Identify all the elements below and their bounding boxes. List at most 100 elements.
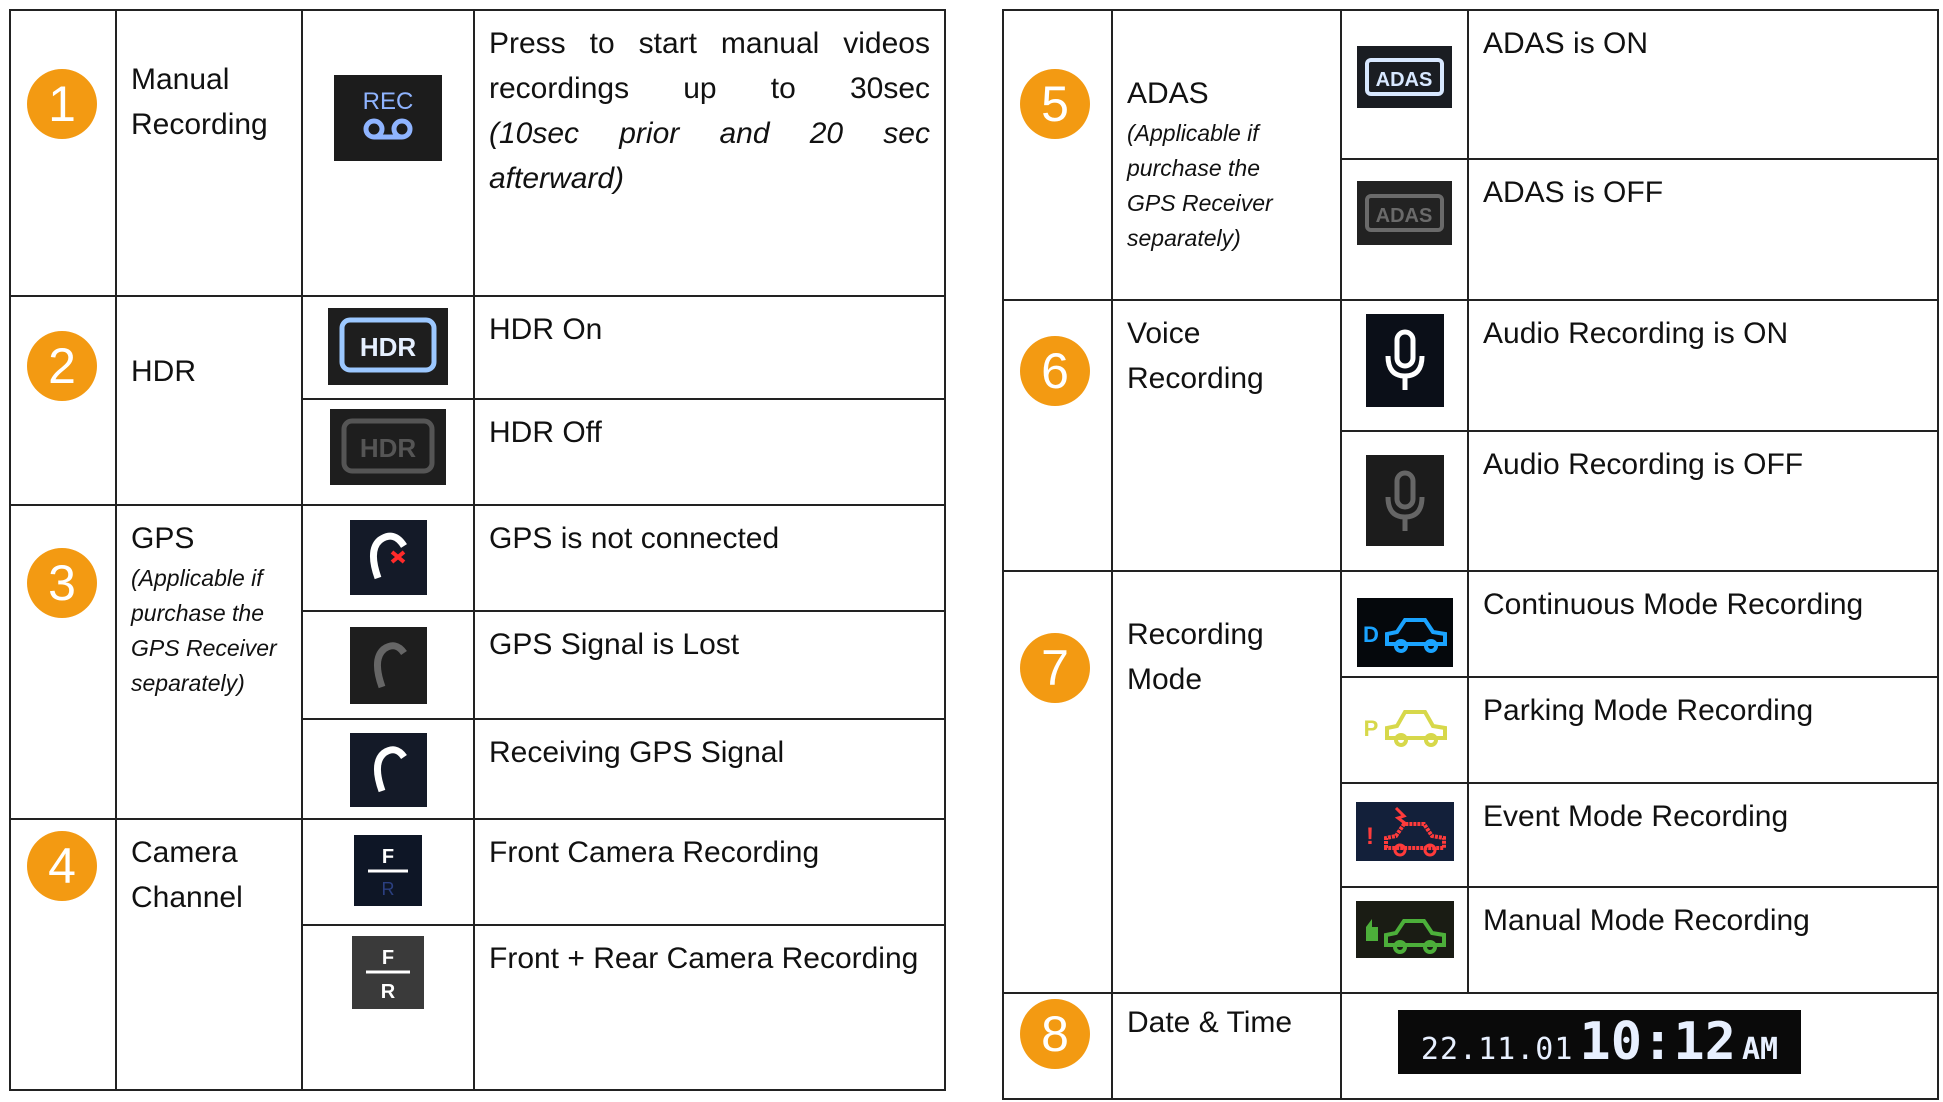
feature-label: Manual Recording [115,9,303,297]
feature-label: GPS (Applicable if purchase the GPS Rece… [115,504,303,820]
table-row: ! Event Mode Recording [1003,782,1939,888]
number-cell: 2 [9,295,117,506]
icon-cell: ADAS [1340,158,1469,301]
description-text: HDR On [489,313,603,346]
note-line: purchase the [131,600,264,626]
table-row: GPS Signal is Lost [10,610,946,720]
note-line: GPS Receiver [1127,190,1273,216]
table-row: 2 HDR HDR HDR On [9,295,946,506]
description: Audio Recording is OFF [1467,430,1939,572]
label-line: Manual [131,63,230,96]
description: Front + Rear Camera Recording [473,924,946,1091]
rear-label: R [381,981,396,1003]
table-row: 6 Voice Recording Audio Recording is ON [1002,299,1939,572]
number-badge: 6 [1020,336,1090,406]
mic-off-icon [1365,455,1444,546]
feature-label: HDR [115,295,303,506]
table-row: P Parking Mode Recording [1003,676,1939,784]
adas-icon-text: ADAS [1376,205,1433,227]
date-text: 22.11.01 [1420,1032,1574,1067]
ampm-text: AM [1741,1032,1779,1067]
mic-on-icon [1365,314,1444,407]
label-line: Voice [1127,317,1201,350]
number-badge: 7 [1020,633,1090,703]
icon-cell: ADAS [1340,9,1469,160]
icon-legend-table-left: 1 Manual Recording REC Press to start ma… [9,9,946,1091]
note-line: separately) [1127,225,1241,251]
event-mode-car-icon: ! [1355,802,1454,861]
description: Continuous Mode Recording [1467,570,1939,678]
gps-lost-icon [349,627,427,704]
number-badge: 8 [1020,999,1090,1069]
description-text: Front Camera Recording [489,836,820,869]
description: Event Mode Recording [1467,782,1939,888]
note-line: purchase the [1127,155,1260,181]
rear-label: R [382,879,395,899]
hdr-icon-text: HDR [360,433,417,463]
description-text: Event Mode Recording [1483,800,1789,833]
label-line: Channel [131,881,243,914]
note-line: (Applicable if [1127,120,1259,146]
label-line: ADAS [1127,77,1209,110]
description: Press to start manual videos recordings … [473,9,946,297]
hdr-off-icon: HDR [330,409,446,485]
icon-cell [301,610,475,720]
description-text: GPS is not connected [489,522,780,555]
hdr-on-icon: HDR [328,308,448,385]
icon-cell [1340,886,1469,994]
number-cell: 4 [9,818,117,1091]
description: HDR On [473,295,946,400]
description-text: ADAS is OFF [1483,176,1664,209]
label-line: Recording [131,108,268,141]
number-badge: 4 [27,831,97,901]
table-row: Receiving GPS Signal [10,718,946,820]
description-text: GPS Signal is Lost [489,628,740,661]
table-row: 1 Manual Recording REC Press to start ma… [9,9,946,297]
number-cell: 7 [1002,570,1113,994]
icon-cell [1340,299,1469,432]
mode-letter: D [1363,622,1379,647]
description: Manual Mode Recording [1467,886,1939,994]
note-line: (Applicable if [131,565,263,591]
continuous-mode-car-icon: D [1356,598,1453,667]
label-line: Mode [1127,663,1203,696]
number-badge: 3 [27,548,97,618]
gps-not-connected-icon [349,520,427,595]
description-text: Front + Rear Camera Recording [489,942,919,975]
table-row: Audio Recording is OFF [1003,430,1939,572]
mode-letter: ! [1366,823,1374,850]
icon-cell: D [1340,570,1469,678]
front-label: F [382,947,394,969]
manual-mode-car-icon [1355,901,1454,958]
adas-icon-text: ADAS [1376,69,1433,91]
number-cell: 3 [9,504,117,820]
note-line: separately) [131,670,245,696]
description: ADAS is OFF [1467,158,1939,301]
feature-label: Date & Time [1111,992,1342,1100]
description: Front Camera Recording [473,818,946,926]
description: Parking Mode Recording [1467,676,1939,784]
description: GPS is not connected [473,504,946,612]
icon-legend-table-right: 5 ADAS (Applicable if purchase the GPS R… [1002,9,1939,1100]
icon-cell: P [1340,676,1469,784]
time-text: 10:12 [1579,1012,1736,1072]
number-badge: 2 [27,331,97,401]
number-badge: 1 [27,69,97,139]
description-text: Manual Mode Recording [1483,904,1810,937]
icon-cell [301,718,475,820]
label-line: GPS [131,522,195,555]
description: Receiving GPS Signal [473,718,946,820]
note-line: GPS Receiver [131,635,277,661]
description-text: Audio Recording is ON [1483,317,1789,350]
description-text: Receiving GPS Signal [489,736,785,769]
description: GPS Signal is Lost [473,610,946,720]
mode-letter: P [1363,716,1378,741]
icon-cell [301,504,475,612]
label-line: Recording [1127,618,1264,651]
